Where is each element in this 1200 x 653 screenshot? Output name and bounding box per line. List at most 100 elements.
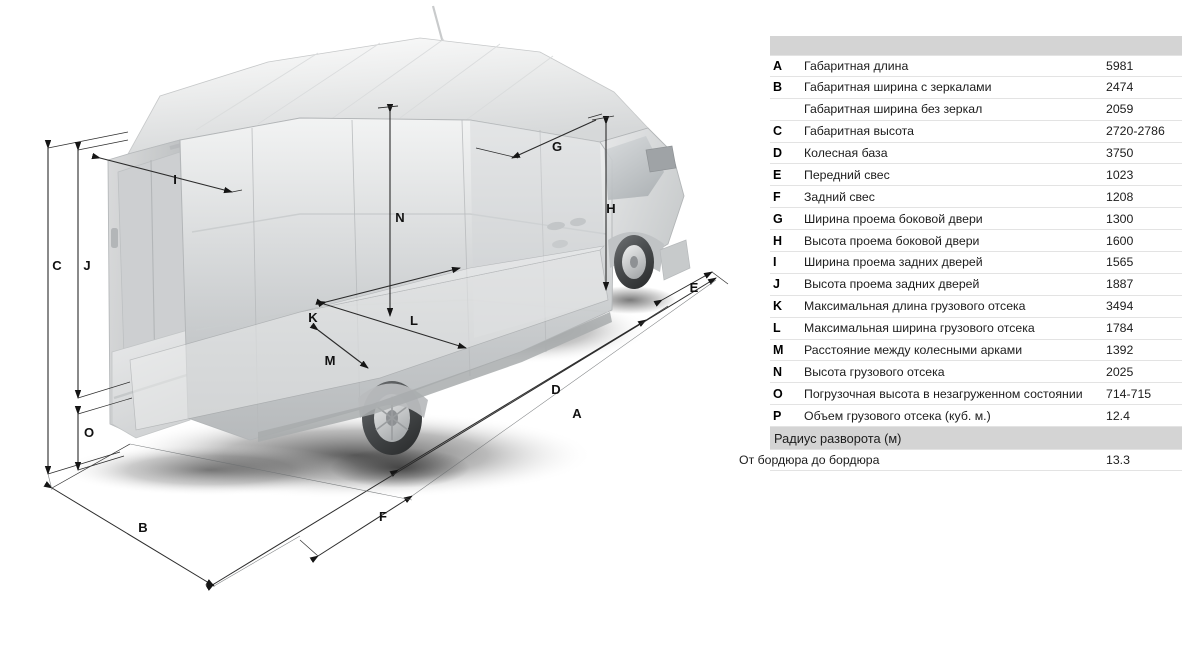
row-value: 1784 [1106,321,1134,336]
row-label: Погрузочная высота в незагруженном состо… [804,386,1083,401]
table-row: J Высота проема задних дверей 1887 [770,274,1182,296]
table-row: C Габаритная высота 2720-2786 [770,121,1182,143]
table-row: F Задний свес 1208 [770,186,1182,209]
row-value: 1392 [1106,343,1134,358]
row-value: 1023 [1106,167,1134,182]
dimension-line-F [299,495,413,564]
diagram-canvas: A B C D E F G H I J K L M N O [43,5,729,591]
dim-label-B: B [138,520,147,535]
table-row: L Максимальная ширина грузового отсека 178… [770,318,1182,340]
dimension-line-G [475,113,603,159]
row-label: Габаритная высота [804,124,915,139]
row-letter: E [773,167,782,182]
row-label: Ширина проема задних дверей [804,255,983,270]
dim-label-D: D [551,382,560,397]
row-letter: H [773,233,783,248]
row-letter: N [773,364,783,379]
row-letter: L [773,321,781,336]
row-letter: M [773,343,784,358]
row-label: Передний свес [804,167,890,182]
row-label: Объем грузового отсека (куб. м.) [804,408,991,423]
row-value: 1565 [1106,255,1134,270]
row-letter: C [773,124,783,139]
row-letter: I [773,255,777,270]
table-section-title: Радиус разворота (м) [774,430,902,446]
table-row: E Передний свес 1023 [770,164,1182,187]
row-value: 2474 [1106,80,1134,95]
row-label: Максимальная длина грузового отсека [804,299,1026,314]
dimension-line-C [44,131,129,475]
row-letter: B [773,80,783,95]
row-label: Высота грузового отсека [804,364,945,379]
front-wheel [614,235,654,289]
row-label: Ширина проема боковой двери [804,211,983,226]
table-row: Габаритная ширина без зеркал 2059 [770,99,1182,121]
row-label: Высота проема задних дверей [804,277,980,292]
table-row: O Погрузочная высота в незагруженном сост… [770,383,1182,406]
dimension-line-B [43,443,215,587]
row-value: 714-715 [1106,386,1152,401]
row-value: 1600 [1106,233,1134,248]
row-label: Задний свес [804,189,875,204]
row-letter: J [773,277,780,292]
dim-label-L: L [410,313,418,328]
van-dimension-diagram: A B C D E F G H I J K L M N O [43,5,729,591]
row-value: 1300 [1106,211,1134,226]
row-label: Высота проема боковой двери [804,233,980,248]
table-section-header: Радиус разворота (м) [770,427,1182,450]
row-value: 3494 [1106,299,1134,314]
row-label: Габаритная ширина с зеркалами [804,80,992,95]
dim-label-N: N [395,210,404,225]
table-row: G Ширина проема боковой двери 1300 [770,208,1182,231]
dim-label-M: M [325,353,336,368]
row-letter: F [773,189,781,204]
row-label: Максимальная ширина грузового отсека [804,321,1035,336]
row-label: От бордюра до бордюра [739,453,880,468]
dimension-line-O [74,397,133,471]
dim-label-J: J [83,258,90,273]
dim-label-C: C [52,258,62,273]
table-section-body: От бордюра до бордюра 13.3 [739,449,1182,472]
dimension-line-H [591,115,615,291]
table-row: I Ширина проема задних дверей 1565 [770,252,1182,274]
table-row: M Расстояние между колесными арками 1392 [770,340,1182,362]
dimension-line-J [74,139,131,399]
table-row: H Высота проема боковой двери 1600 [770,230,1182,253]
row-label: Габаритная ширина без зеркал [804,102,983,117]
row-letter: K [773,299,783,314]
row-value: 2025 [1106,364,1134,379]
row-value: 13.3 [1106,453,1130,468]
dim-label-O: O [84,425,94,440]
row-value: 2720-2786 [1106,124,1165,139]
table-row: N Высота грузового отсека 2025 [770,361,1182,384]
row-letter: D [773,146,783,160]
dim-label-K: K [308,310,318,325]
row-letter: A [773,58,783,73]
row-letter: P [773,408,782,423]
row-label: Габаритная длина [804,58,909,73]
row-value: 2059 [1106,102,1134,117]
dim-label-I: I [173,172,177,187]
dim-label-F: F [379,509,387,524]
dimension-lines [43,104,729,591]
row-label: Расстояние между колесными арками [804,343,1023,358]
table-row: K Максимальная длина грузового отсека 3494 [770,296,1182,318]
row-label: Колесная база [804,146,888,160]
dimension-letters: A B C D E F G H I J K L M N O [52,139,698,535]
row-letter: O [773,386,783,401]
table-row: От бордюра до бордюра 13.3 [739,449,1182,472]
dim-label-E: E [690,280,699,295]
row-letter: G [773,211,783,226]
row-value: 1208 [1106,189,1134,204]
dim-label-A: A [572,406,582,421]
dim-label-G: G [552,139,562,154]
row-value: 1887 [1106,277,1134,292]
dimension-line-A [205,277,717,591]
dim-label-H: H [606,201,615,216]
